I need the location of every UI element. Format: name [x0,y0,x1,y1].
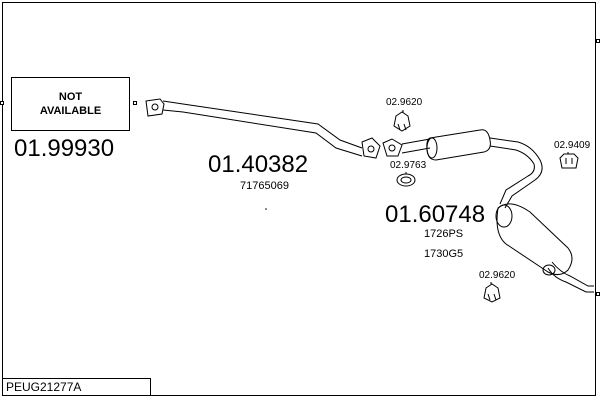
hanger-bottom-label[interactable]: 02.9620 [479,270,516,281]
tail-pipe [489,137,543,209]
gasket-label[interactable]: 02.9763 [390,160,427,171]
part-number-front[interactable]: 01.99930 [14,135,115,162]
hanger-right [559,153,579,169]
front-flange [145,98,165,117]
middle-pipe [162,100,363,157]
diagram-frame [2,2,596,396]
part-ref-rear-2: 1730G5 [424,248,464,260]
outlet-pipe-end [542,264,556,276]
resonator [426,129,491,161]
not-available-box: NOT AVAILABLE [11,77,130,131]
hanger-top [393,111,411,132]
gasket-ring [396,173,416,187]
part-number-rear[interactable]: 01.60748 [385,201,486,228]
hanger-top-label[interactable]: 02.9620 [386,97,423,108]
rear-silencer [495,203,573,276]
not-available-box-connector [133,101,137,105]
part-ref-middle: 71765069 [240,180,289,192]
stray-dot [265,208,267,210]
outlet-pipe [547,261,594,293]
left-edge-marker [0,101,4,105]
hanger-right-label[interactable]: 02.9409 [554,140,591,151]
vehicle-code-box: PEUG21277A [2,378,151,396]
rear-flange [382,138,403,157]
part-ref-rear-1: 1726PS [424,228,464,240]
hanger-bottom [483,283,501,303]
part-number-middle[interactable]: 01.40382 [208,151,309,178]
vehicle-code: PEUG21277A [6,380,82,394]
resonator-inlet-pipe [401,138,431,154]
not-available-line1: NOT [58,91,83,103]
middle-flange [361,137,381,159]
not-available-line2: AVAILABLE [39,105,102,117]
